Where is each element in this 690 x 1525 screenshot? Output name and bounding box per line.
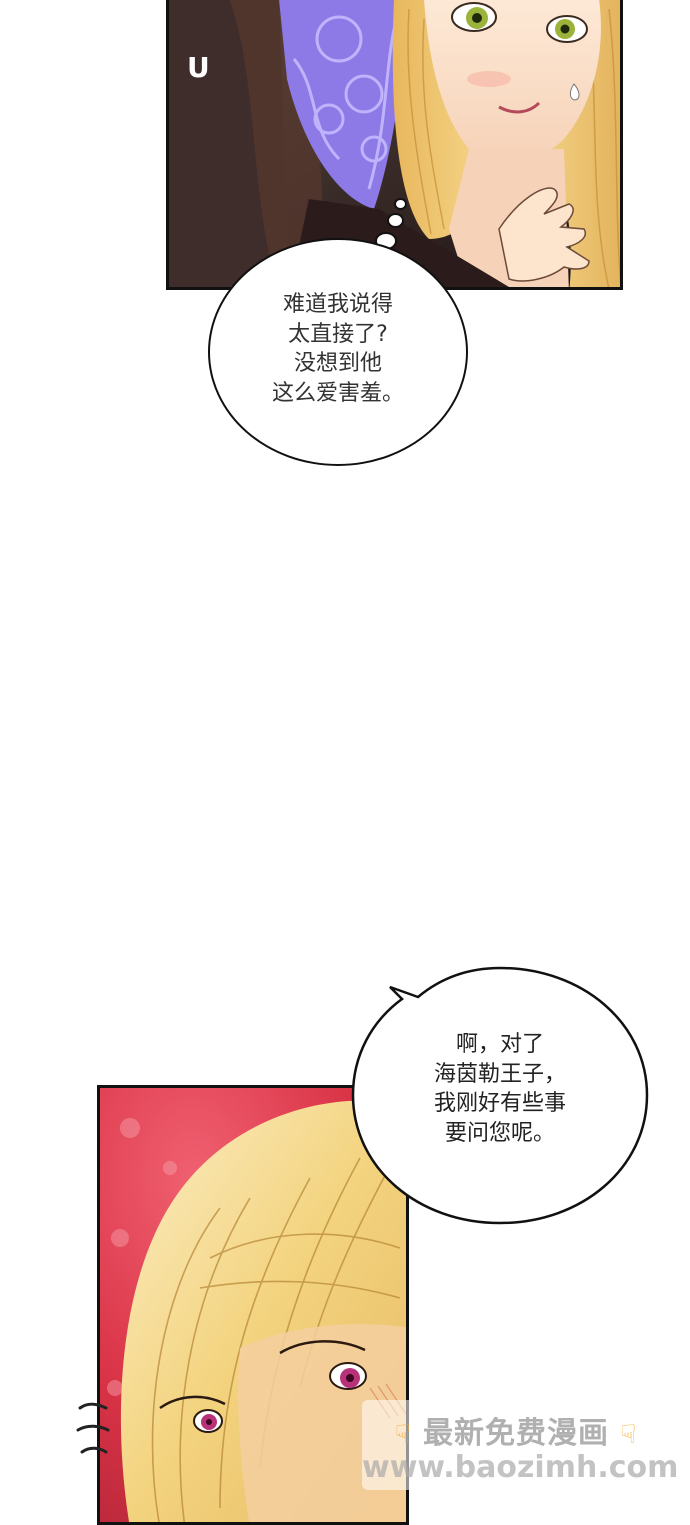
bubble-line: 太直接了? bbox=[288, 321, 388, 347]
bubble-line: 啊，对了 bbox=[455, 1032, 544, 1057]
top-panel-illustration: U bbox=[169, 0, 620, 287]
watermark-title-row: ☟ 最新免费漫画 ☟ bbox=[362, 1408, 670, 1452]
character-hand bbox=[498, 187, 590, 282]
bubble-line: 没想到他 bbox=[293, 351, 382, 377]
thought-bubble-top-text: 难道我说得 太直接了? 没想到他 这么爱害羞。 bbox=[238, 290, 438, 409]
thought-bubble-top bbox=[208, 238, 468, 466]
speech-bubble-bottom-text: 啊，对了 海茵勒王子， 我刚好有些事 要问您呢。 bbox=[400, 1030, 600, 1149]
bubble-line: 要问您呢。 bbox=[444, 1121, 555, 1147]
bubble-line: 这么爱害羞。 bbox=[271, 381, 404, 407]
violet-eyes bbox=[159, 1340, 367, 1433]
watermark-url: www.baozimh.com bbox=[362, 1450, 679, 1485]
speech-bubble-bottom bbox=[351, 966, 649, 1225]
bubble-line: 难道我说得 bbox=[282, 292, 393, 317]
thought-dot-small bbox=[394, 198, 407, 210]
site-watermark: ☟ 最新免费漫画 ☟ www.baozimh.com bbox=[362, 1400, 679, 1490]
watermark-title: 最新免费漫画 bbox=[423, 1416, 609, 1451]
bottom-panel-illustration bbox=[100, 1088, 406, 1522]
green-eyes bbox=[451, 2, 588, 43]
pointing-hand-icon: ☟ bbox=[394, 1420, 412, 1450]
pointing-hand-icon: ☟ bbox=[620, 1420, 638, 1450]
sfx-mark: U bbox=[187, 51, 210, 84]
bubble-line: 海茵勒王子， bbox=[433, 1061, 566, 1087]
bottom-comic-panel bbox=[97, 1085, 409, 1525]
top-comic-panel: U bbox=[166, 0, 623, 290]
bubble-line: 我刚好有些事 bbox=[433, 1091, 566, 1117]
thought-dot-medium bbox=[387, 213, 404, 228]
embarrassment-marks bbox=[76, 1402, 110, 1454]
